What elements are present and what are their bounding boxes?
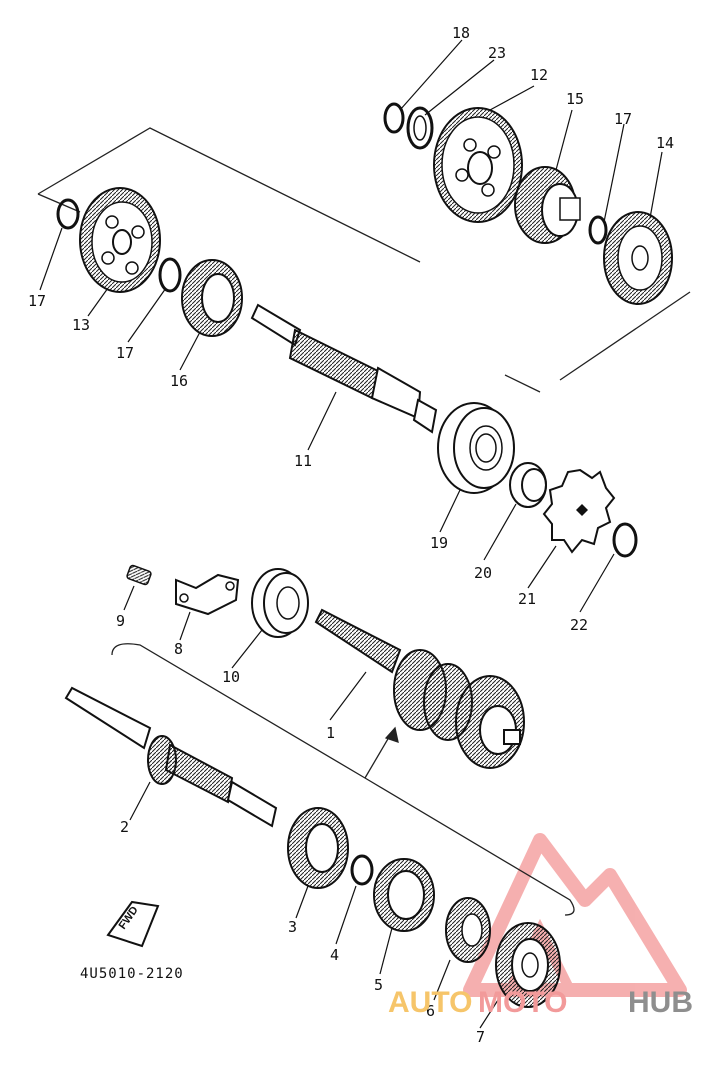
- callout-12: 12: [530, 66, 548, 84]
- part-9-bolt: [126, 564, 152, 586]
- part-code: 4U5010-2120: [80, 966, 184, 982]
- part-6-gear: [445, 897, 491, 963]
- callout-5: 5: [374, 976, 383, 994]
- callout-23: 23: [488, 44, 506, 62]
- callout-18: 18: [452, 24, 470, 42]
- leader-lines: [39, 39, 663, 1029]
- callout-4: 4: [330, 946, 339, 964]
- watermark-hub: HUB: [628, 986, 693, 1019]
- callout-6: 6: [426, 1002, 435, 1020]
- callout-7: 7: [476, 1028, 485, 1046]
- watermark-moto: MOTO: [478, 986, 567, 1019]
- callout-19: 19: [430, 534, 448, 552]
- callout-10: 10: [222, 668, 240, 686]
- assembly-frame-upper: [37, 127, 691, 393]
- part-11-shaft: [250, 303, 438, 434]
- callout-22: 22: [570, 616, 588, 634]
- callout-16: 16: [170, 372, 188, 390]
- part-18-circlip: [383, 102, 405, 134]
- part-14-gear: [603, 211, 673, 305]
- callout-15: 15: [566, 90, 584, 108]
- callout-9: 9: [116, 612, 125, 630]
- fwd-arrow-icon: FWD: [106, 900, 160, 948]
- part-5-gear: [373, 858, 435, 932]
- part-22-circlip: [612, 522, 638, 558]
- part-13-gear: [79, 187, 161, 293]
- callout-20: 20: [474, 564, 492, 582]
- callout-2: 2: [120, 818, 129, 836]
- part-7-gear: [495, 922, 561, 1008]
- callout-3: 3: [288, 918, 297, 936]
- part-20-collar: [509, 462, 547, 508]
- callout-13: 13: [72, 316, 90, 334]
- part-23-washer: [406, 106, 434, 150]
- callout-21: 21: [518, 590, 536, 608]
- callout-8: 8: [174, 640, 183, 658]
- part-4-circlip: [350, 854, 374, 886]
- callout-11: 11: [294, 452, 312, 470]
- part-17-circlip-right: [588, 215, 608, 245]
- callout-17-left: 17: [28, 292, 46, 310]
- callouts: 1 2 3 4 5 6 7 8 9 10 11 12 13 14 15 16 1…: [28, 24, 674, 1046]
- part-12-gear: [433, 107, 523, 223]
- callout-14: 14: [656, 134, 674, 152]
- assembly-frame-lower: [111, 643, 575, 916]
- part-21-sprocket: [542, 468, 616, 554]
- callout-17-right: 17: [614, 110, 632, 128]
- part-1-shaft-assembly: [314, 608, 525, 769]
- part-16-gear: [181, 259, 243, 337]
- callout-17-middle: 17: [116, 344, 134, 362]
- part-15-gear: [514, 166, 581, 244]
- part-10-bearing: [251, 568, 309, 638]
- watermark-text: AUTO MOTO HUB: [388, 986, 693, 1019]
- part-3-gear: [287, 807, 349, 889]
- part-17-circlip-middle: [158, 257, 182, 293]
- part-19-bearing: [437, 402, 515, 494]
- part-2-shaft: [64, 686, 278, 828]
- watermark-auto: AUTO: [388, 986, 472, 1019]
- part-17-circlip-left: [56, 198, 80, 230]
- callout-1: 1: [326, 724, 335, 742]
- part-8-plate: [175, 573, 240, 616]
